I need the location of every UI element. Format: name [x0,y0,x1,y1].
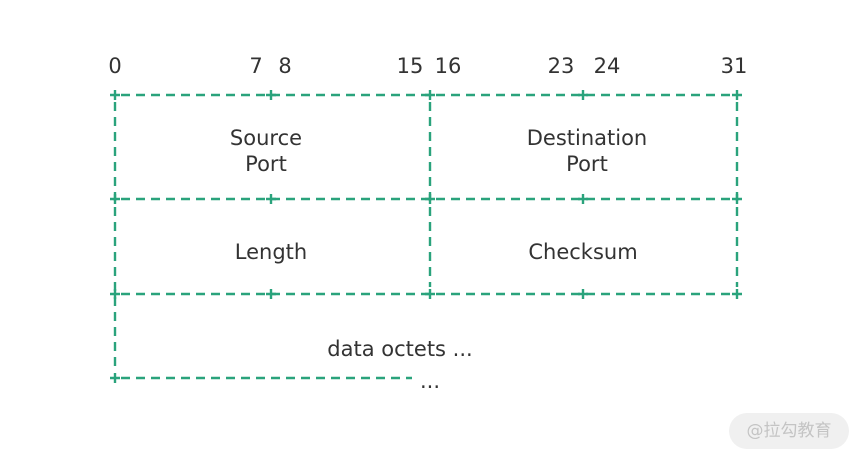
data-octets-label: data octets ... [327,337,472,361]
length-label: Length [235,240,307,264]
source-port-label-line1: Source [230,126,302,150]
plus-marker [110,194,120,204]
bit-label-16: 16 [435,54,462,78]
plus-marker [110,289,120,299]
plus-marker [425,90,435,100]
data-continuation-ellipsis: ... [420,369,440,393]
watermark-badge: @拉勾教育 [729,413,849,449]
plus-marker [266,194,276,204]
bit-label-31: 31 [721,54,748,78]
destination-port-label-line2: Port [566,152,608,176]
plus-marker [732,194,742,204]
bit-label-0: 0 [108,54,121,78]
plus-marker [425,194,435,204]
plus-marker [110,373,120,383]
bit-label-8: 8 [278,54,291,78]
bit-label-7: 7 [249,54,262,78]
plus-marker [110,90,120,100]
plus-marker [578,289,588,299]
plus-marker [732,289,742,299]
plus-marker [266,289,276,299]
plus-marker [266,90,276,100]
bit-label-15: 15 [397,54,424,78]
source-port-label-line2: Port [245,152,287,176]
plus-marker [425,289,435,299]
plus-marker [732,90,742,100]
bit-label-24: 24 [594,54,621,78]
intersection-markers [110,90,742,383]
checksum-label: Checksum [528,240,637,264]
plus-marker [578,194,588,204]
bit-label-23: 23 [548,54,575,78]
destination-port-label-line1: Destination [527,126,648,150]
plus-marker [578,90,588,100]
